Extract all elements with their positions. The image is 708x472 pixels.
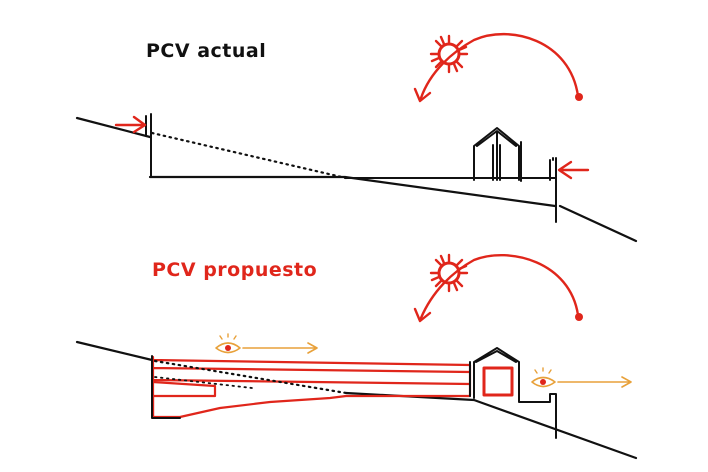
title-current: PCV actual <box>146 40 267 62</box>
sun-path-current <box>419 32 580 100</box>
sightline-current <box>150 131 348 180</box>
right-wall-current <box>549 157 557 223</box>
sun-icon <box>429 34 469 74</box>
section-proposed <box>75 253 638 460</box>
sun-path-dot <box>575 93 583 101</box>
view-arrow-right <box>557 376 632 388</box>
eye-icon <box>531 367 556 388</box>
sun-icon <box>429 253 469 293</box>
right-wall-proposed <box>518 393 557 439</box>
sun-path-dot <box>575 313 583 321</box>
view-arrow-left <box>242 342 318 354</box>
sightline-proposed-2 <box>154 376 253 389</box>
arrow-icon <box>413 87 432 103</box>
arrow-icon <box>557 160 590 180</box>
section-current <box>75 32 638 243</box>
arrow-icon <box>413 307 432 323</box>
house-proposed <box>473 347 520 399</box>
house-window <box>482 366 514 397</box>
sightline-proposed <box>153 359 348 395</box>
ground-line-current <box>75 116 638 243</box>
terrace-outline <box>151 355 471 419</box>
title-proposed: PCV propuesto <box>152 259 318 281</box>
sun-path-proposed <box>419 253 580 320</box>
arrow-icon <box>114 115 147 134</box>
left-wall-current <box>145 113 152 178</box>
eye-icon <box>215 333 241 354</box>
building-base <box>151 380 472 419</box>
house-current <box>473 127 522 182</box>
building-proposed <box>151 355 472 419</box>
